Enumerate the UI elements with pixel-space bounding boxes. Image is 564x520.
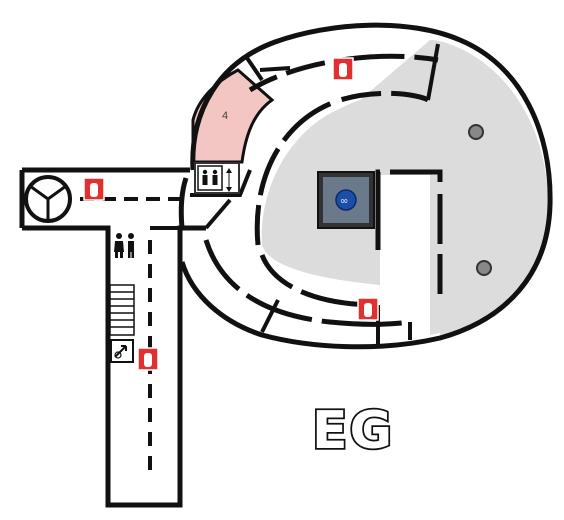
- lower-partition: [260, 299, 280, 333]
- floor-label: EG: [312, 401, 394, 461]
- corridor-inner: [190, 169, 252, 197]
- center-sculpture-icon: ∞: [317, 171, 375, 229]
- column-icon: [476, 260, 492, 276]
- elevator-icon: [194, 162, 240, 194]
- lower-corridor-wall: [203, 239, 411, 327]
- courtyard-inner: [261, 40, 549, 335]
- fire-extinguisher-icon: [137, 347, 159, 371]
- revolving-door-icon: [24, 175, 72, 223]
- stairs-icon: [109, 284, 135, 336]
- wheelchair-icon: [110, 339, 134, 363]
- corridor-inner-2: [204, 198, 232, 230]
- svg-text:∞: ∞: [340, 196, 348, 207]
- restroom-icon: [114, 233, 134, 258]
- column-icon: [468, 124, 484, 140]
- outer-wall-lower: [178, 177, 189, 229]
- room-4-label: 4: [222, 110, 228, 122]
- ring-partition-3: [259, 66, 291, 72]
- inner-block-wall: [375, 169, 443, 335]
- ring-partition: [426, 43, 440, 101]
- fire-extinguisher-icon: [83, 177, 105, 201]
- ring-partition-2: [243, 53, 264, 82]
- outer-wall: [179, 22, 553, 350]
- fire-extinguisher-icon: [357, 297, 379, 321]
- fire-extinguisher-icon: [332, 57, 354, 81]
- west-corridor-bottom-wall: [22, 225, 206, 508]
- inner-ring-wall: [254, 90, 430, 246]
